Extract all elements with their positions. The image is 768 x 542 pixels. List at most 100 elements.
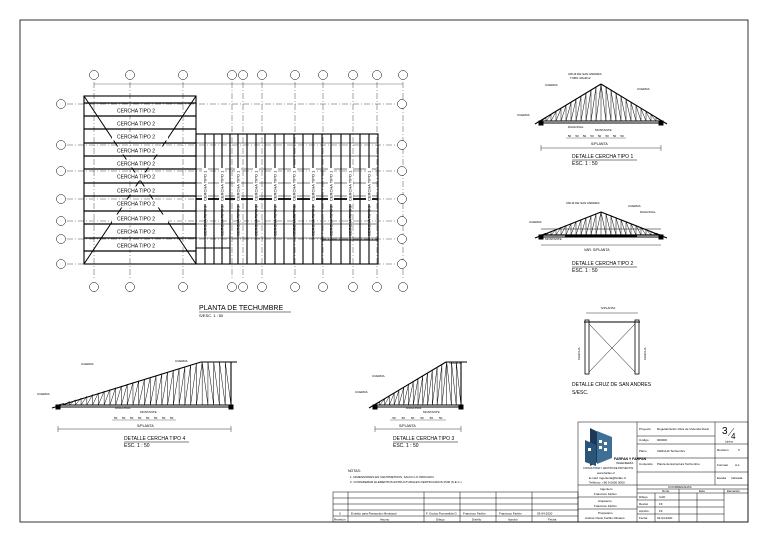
web-diagonal xyxy=(645,229,652,236)
web-diagonal xyxy=(115,385,122,406)
tb-sign-architect-value: Francisco Farfán xyxy=(594,504,617,508)
web-diagonal xyxy=(595,83,602,122)
spacing-label: 50 xyxy=(402,416,406,420)
bearing xyxy=(538,234,544,240)
grid-axis-bubble xyxy=(125,282,135,292)
truss-row-label: CERCHA TIPO 2 xyxy=(117,162,155,168)
web-diagonal xyxy=(640,227,647,236)
web-diagonal xyxy=(213,361,220,406)
bearing xyxy=(372,404,378,410)
grid-axis-bubble xyxy=(318,70,328,80)
d1-label-tubo: TUBO 40x40x2 xyxy=(570,76,591,80)
company-sub: INGENIERÍA xyxy=(616,461,633,465)
d1-label-cuerda-2: CUERDA xyxy=(637,87,650,91)
truss-col-label: CERCHA TIPO 1 xyxy=(329,205,334,236)
web-diagonal xyxy=(417,376,424,406)
truss-row-label: CERCHA TIPO 2 xyxy=(117,175,155,181)
truss-row-label-bg xyxy=(112,106,168,115)
rev-date: 03-04-2020 xyxy=(537,512,553,516)
truss-row-label-bg xyxy=(112,119,168,128)
web-diagonal xyxy=(126,382,134,406)
top-chord xyxy=(368,361,447,409)
rev-number: 0 xyxy=(339,512,341,516)
revision-text: 0 Emitido para Recepción Municipal F. Go… xyxy=(334,512,557,522)
grid-axis-bubble xyxy=(372,70,382,80)
spacing-label: 50 xyxy=(598,134,602,138)
rev-header-drawn: Dibujo xyxy=(436,518,445,522)
truss-col-label: CERCHA TIPO 1 xyxy=(273,170,278,201)
company-email: E-mail: ingenieria@farfan.cl xyxy=(589,476,626,480)
spacing-label: 50 xyxy=(420,416,424,420)
rev-header-revision: Revisión xyxy=(334,518,346,522)
web-diagonal xyxy=(595,211,602,236)
web-diagonal xyxy=(560,225,567,236)
web-diagonal xyxy=(635,105,642,122)
truss-row-label: CERCHA TIPO 2 xyxy=(117,122,155,128)
grid-axis-bubble xyxy=(318,282,328,292)
grid-axis-bubble xyxy=(257,282,267,292)
web-diagonal xyxy=(605,213,612,236)
web-diagonal xyxy=(69,399,76,406)
tb-approved-value: FF xyxy=(659,509,663,513)
grid-axis-bubble xyxy=(56,216,66,226)
truss-row-label-bg xyxy=(112,146,168,155)
tb-drawn-label: Dibujo xyxy=(639,495,648,499)
d2-label-montante: MONTANTE xyxy=(545,237,562,241)
spacing-label: 50 xyxy=(430,416,434,420)
d4-label-diagonal: DIAGONAL xyxy=(115,406,131,410)
top-chord xyxy=(534,83,602,125)
web-diagonal xyxy=(441,361,447,406)
web-diagonal xyxy=(80,396,88,406)
d2-label-cuerda: CUERDA xyxy=(628,204,641,208)
grid-axis-bubble xyxy=(397,216,407,226)
web-diagonal xyxy=(436,364,443,406)
sheet-label: Lámina xyxy=(725,441,734,444)
rev-drawn: F. Godoy Fuenzalida G. xyxy=(426,512,458,516)
grid-axis-bubble xyxy=(290,70,300,80)
roof-plan: CERCHA TIPO 2 CERCHA TIPO 2 CERCHA TIPO 2 C… xyxy=(56,70,408,318)
truss-row-label-bg xyxy=(112,199,168,208)
web-diagonal xyxy=(109,387,116,406)
sheet-number: 3 xyxy=(722,426,728,437)
web-diagonal xyxy=(585,215,592,236)
web-diagonal xyxy=(650,114,657,122)
tb-format-value: A-1 xyxy=(735,463,740,467)
spacing-label: 50 xyxy=(114,416,118,420)
truss-col-label: CERCHA TIPO 1 xyxy=(367,205,372,236)
tb-coord-header: COORDENADAS xyxy=(668,485,692,489)
tb-drawn-value: CAD xyxy=(659,495,666,499)
tb-revision-value: 0 xyxy=(738,448,740,452)
web-diagonal xyxy=(161,372,168,406)
rev-header-design: Diseño xyxy=(472,518,482,522)
truss-col-label: CERCHA TIPO 1 xyxy=(254,170,259,201)
web-diagonal xyxy=(398,387,404,406)
tb-scale-value: Indicada xyxy=(731,476,743,480)
grid-axis-bubble xyxy=(89,70,99,80)
sheet-total: 4 xyxy=(731,432,736,441)
grid-axis-bubble xyxy=(397,259,407,269)
web-diagonal xyxy=(451,361,457,406)
d3-label-diagonal: DIAGONAL xyxy=(406,406,422,410)
web-diagonal xyxy=(379,399,385,406)
web-diagonal xyxy=(75,397,82,406)
d4-title: DETALLE CERCHA TIPO 4 xyxy=(124,436,185,442)
cross-scale: S/ESC. xyxy=(572,390,588,396)
grid-axis-bubble xyxy=(257,70,267,80)
title-block: FARFAN Y FARFAN INGENIERÍA CONSULTORÍA Y… xyxy=(577,421,749,523)
d1-label-cuerda-3: CUERDA xyxy=(517,113,530,117)
bearing xyxy=(658,234,664,240)
web-diagonal xyxy=(560,105,567,122)
truss-col-label: CERCHA TIPO 1 xyxy=(203,170,208,201)
d4-span-label: S/PLANTA xyxy=(137,424,154,428)
spacing-label: 50 xyxy=(130,416,134,420)
d4-label-montante: MONTANTE xyxy=(140,410,157,414)
spacing-label: 50 xyxy=(605,134,609,138)
d4-label-cuerda-3: CUERDA xyxy=(37,392,50,396)
web-diagonal xyxy=(615,93,622,122)
plan-title: PLANTA DE TECHUMBRE xyxy=(199,305,283,312)
tb-revision-label: Revisión xyxy=(717,448,729,452)
spacing-label: 50 xyxy=(154,416,158,420)
truss-col-label: CERCHA TIPO 1 xyxy=(348,205,353,236)
web-diagonal xyxy=(550,111,557,122)
web-diagonal xyxy=(635,225,642,236)
